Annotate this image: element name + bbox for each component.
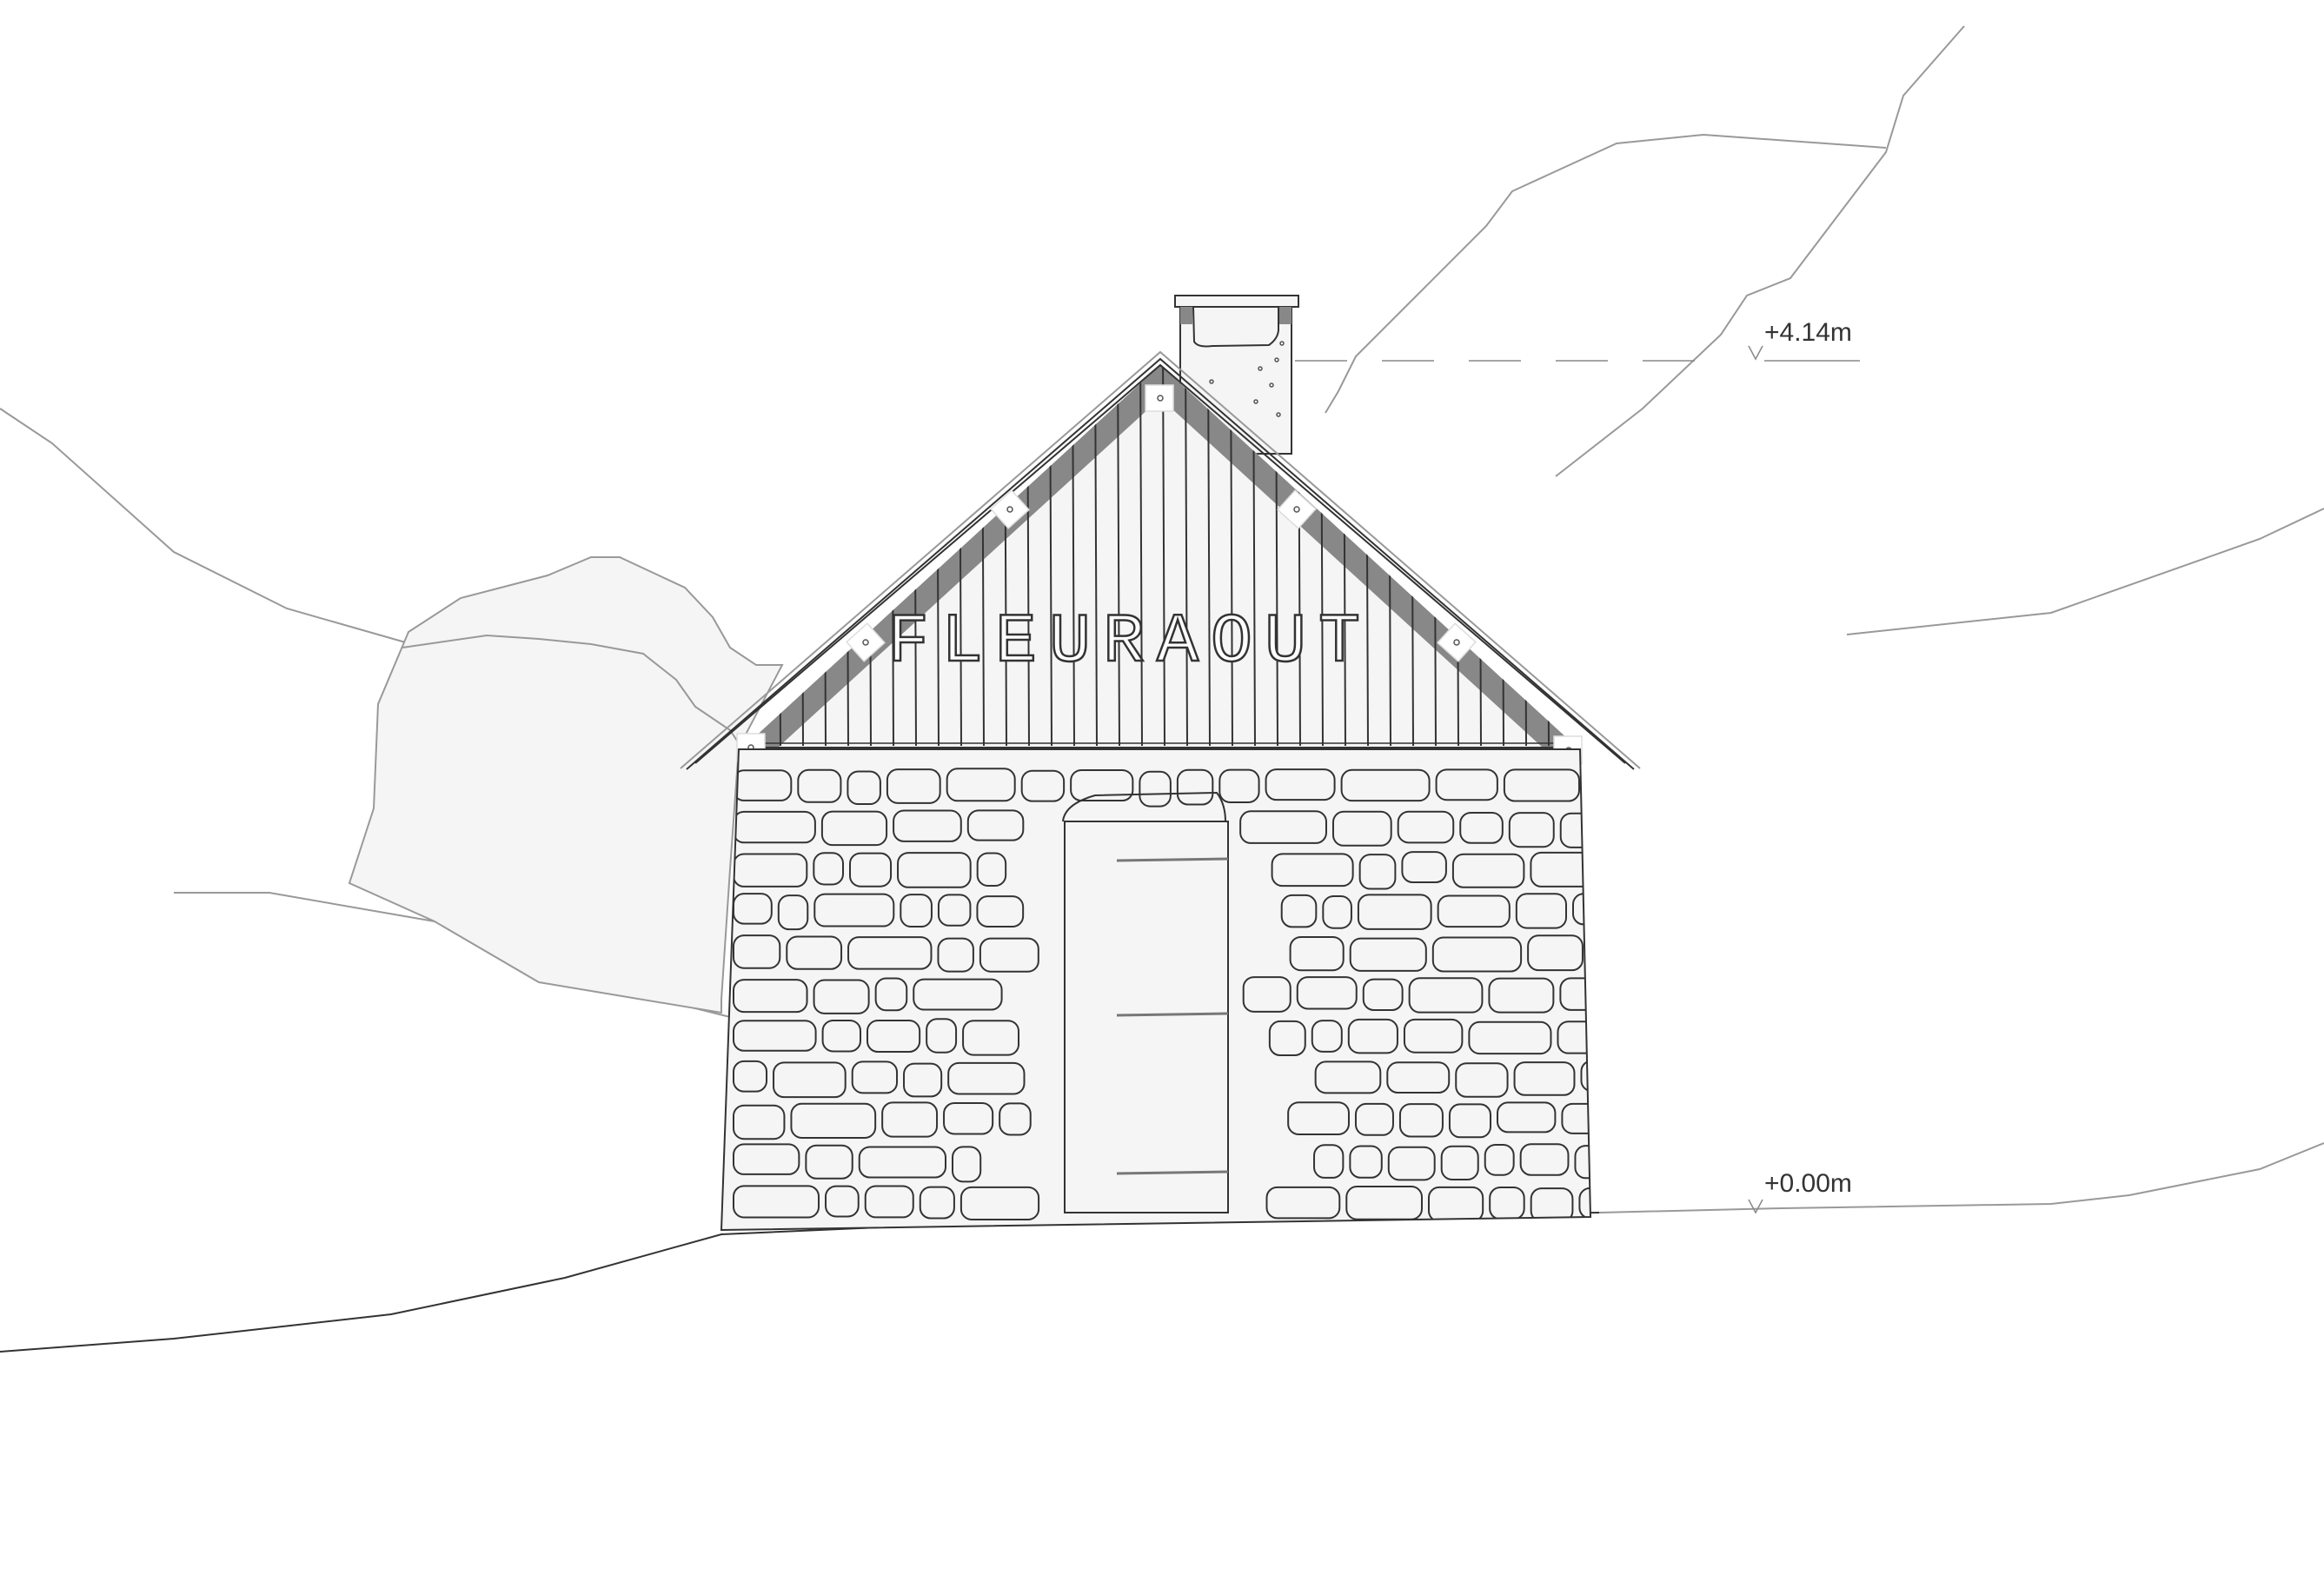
- ground-level-label: +0.00m: [1764, 1169, 1852, 1198]
- level-markers: [1295, 345, 1860, 1214]
- rafter-brackets: [736, 384, 1583, 765]
- ridge-level-label: +4.14m: [1764, 318, 1852, 347]
- door-hinges: [1116, 857, 1229, 1175]
- rock-outcrop: [348, 556, 784, 1014]
- door[interactable]: [1062, 791, 1229, 1213]
- ground-line: [0, 1212, 1600, 1353]
- background-terrain: [0, 25, 2324, 1213]
- building-sign: FLEURAOUT: [887, 603, 1372, 682]
- gable: FLEURAOUT: [680, 350, 1641, 770]
- rock-ridge-line: [402, 634, 748, 757]
